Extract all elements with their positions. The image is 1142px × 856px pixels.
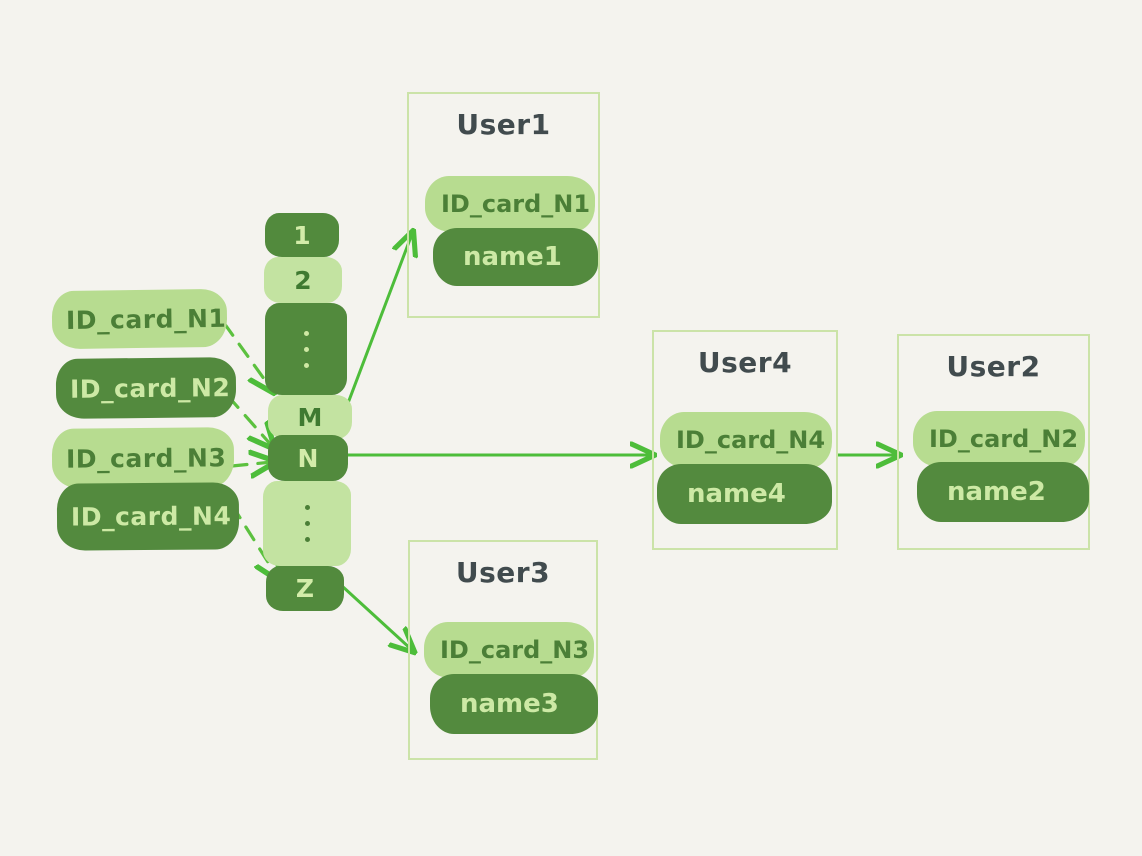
user4-title: User4 bbox=[697, 346, 793, 379]
edge-cellZ-to-user3 bbox=[340, 584, 412, 650]
id-card-3[interactable]: ID_card_N3 bbox=[51, 427, 235, 489]
hash-cell-z[interactable]: Z bbox=[266, 566, 344, 611]
hash-cell-n[interactable]: N bbox=[268, 435, 348, 481]
id-card-2-label: ID_card_N2 bbox=[69, 372, 231, 404]
user2-title: User2 bbox=[946, 350, 1041, 383]
user-box-user4[interactable]: User4 ID_card_N4 name4 bbox=[652, 330, 838, 550]
user1-id-value: ID_card_N1 bbox=[441, 190, 591, 218]
user3-id-field: ID_card_N3 bbox=[424, 622, 594, 678]
hash-cell-ellipsis-lower bbox=[263, 481, 351, 566]
user4-name-field: name4 bbox=[657, 464, 832, 524]
hash-cell-m-label: M bbox=[297, 402, 323, 432]
id-card-3-label: ID_card_N3 bbox=[65, 442, 227, 474]
hash-cell-1[interactable]: 1 bbox=[265, 213, 339, 257]
id-card-4[interactable]: ID_card_N4 bbox=[56, 482, 240, 551]
user1-title: User1 bbox=[456, 108, 551, 141]
user3-name-field: name3 bbox=[430, 674, 598, 734]
user1-name-field: name1 bbox=[433, 228, 598, 286]
edge-idcard3-to-cellN bbox=[230, 462, 272, 466]
user3-name-value: name3 bbox=[460, 689, 559, 719]
user-box-user1[interactable]: User1 ID_card_N1 name1 bbox=[407, 92, 600, 318]
user3-id-value: ID_card_N3 bbox=[440, 636, 590, 664]
hash-cell-ellipsis-upper bbox=[265, 303, 347, 395]
vertical-ellipsis-icon bbox=[303, 330, 309, 368]
id-card-1-label: ID_card_N1 bbox=[65, 303, 227, 335]
user1-id-field: ID_card_N1 bbox=[425, 176, 595, 232]
hash-cell-2[interactable]: 2 bbox=[264, 257, 342, 303]
user3-title: User3 bbox=[455, 556, 551, 589]
id-card-4-label: ID_card_N4 bbox=[70, 501, 232, 532]
hash-cell-z-label: Z bbox=[295, 574, 315, 603]
user4-id-value: ID_card_N4 bbox=[676, 426, 826, 454]
hash-cell-1-label: 1 bbox=[293, 220, 311, 250]
id-card-2[interactable]: ID_card_N2 bbox=[55, 357, 237, 419]
user-box-user2[interactable]: User2 ID_card_N2 name2 bbox=[897, 334, 1090, 550]
hash-cell-2-label: 2 bbox=[294, 265, 312, 295]
hash-cell-m[interactable]: M bbox=[268, 395, 352, 439]
user2-id-field: ID_card_N2 bbox=[913, 411, 1085, 467]
vertical-ellipsis-icon bbox=[304, 505, 310, 542]
user2-name-value: name2 bbox=[947, 477, 1046, 507]
user2-name-field: name2 bbox=[917, 462, 1089, 522]
edge-idcard2-to-cellN bbox=[226, 394, 272, 446]
hash-cell-n-label: N bbox=[297, 443, 319, 473]
id-card-1[interactable]: ID_card_N1 bbox=[51, 288, 228, 350]
user4-name-value: name4 bbox=[687, 479, 786, 509]
user4-id-field: ID_card_N4 bbox=[660, 412, 832, 468]
user2-id-value: ID_card_N2 bbox=[929, 425, 1079, 453]
user-box-user3[interactable]: User3 ID_card_N3 name3 bbox=[408, 540, 598, 760]
user1-name-value: name1 bbox=[463, 242, 562, 272]
edge-cellM-to-user1 bbox=[340, 234, 412, 421]
